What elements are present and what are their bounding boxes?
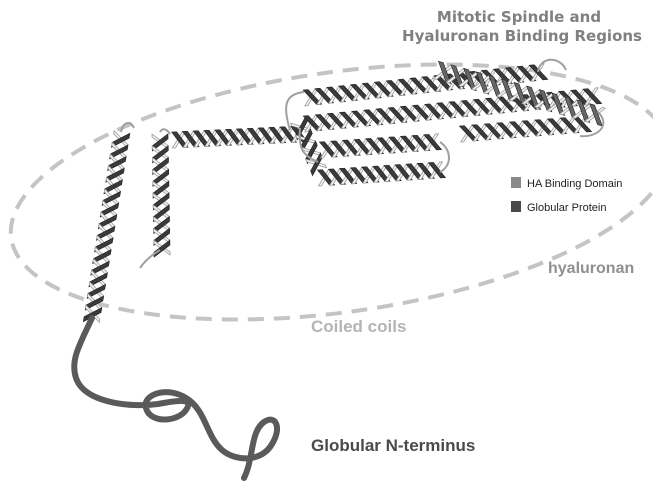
legend: HA Binding Domain Globular Protein	[511, 177, 622, 214]
helix-middle-return	[319, 134, 441, 158]
globular-n-terminus-tube	[74, 318, 277, 478]
coiled-coils-label: Coiled coils	[311, 317, 406, 336]
helix-upper-third	[459, 116, 591, 142]
helix-upper-middle	[172, 126, 308, 148]
helix-left-short	[152, 134, 170, 257]
diagram-title-line-2: Hyaluronan Binding Regions	[402, 27, 642, 45]
diagram-title-line-1: Mitotic Spindle and	[437, 8, 601, 26]
globular-n-terminus-label: Globular N-terminus	[311, 436, 475, 455]
legend-label-ha-binding-domain: HA Binding Domain	[527, 178, 622, 190]
legend-label-globular-protein: Globular Protein	[527, 202, 607, 214]
legend-swatch-ha-binding-domain	[511, 177, 521, 188]
helix-lower-middle	[317, 162, 445, 186]
legend-swatch-globular-protein	[511, 201, 521, 212]
alpha-helix-ribbons	[83, 61, 605, 322]
hyaluronan-label: hyaluronan	[548, 260, 634, 277]
helix-left-long	[83, 131, 130, 323]
